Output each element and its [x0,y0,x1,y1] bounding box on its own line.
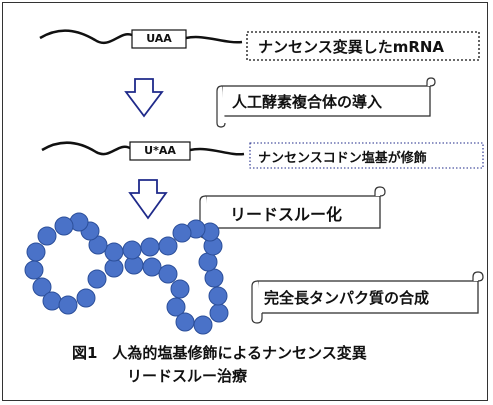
amino-acid-bead [54,216,74,236]
down-arrow-1 [124,78,164,118]
scroll-complex [216,77,436,128]
caption-line-2: リードスルー治療 [127,367,248,385]
amino-acid-bead [208,286,228,306]
amino-acid-bead [104,258,124,278]
modified-codon-box [129,141,191,161]
amino-acid-bead [175,312,195,332]
amino-acid-bead [76,288,96,308]
amino-acid-bead [193,315,213,335]
amino-acid-bead [166,297,186,317]
amino-acid-bead [170,279,190,299]
mrna-strand-2 [41,141,131,156]
stop-codon-label: UAA [146,32,172,45]
scroll-synthesis [251,271,484,324]
modified-label-box [249,142,484,169]
mrna-strand-2-tail [189,147,245,156]
complex-label: 人工酵素複合体の導入 [232,93,383,111]
readthrough-label: リードスルー化 [230,205,343,224]
amino-acid-bead [26,242,46,262]
amino-acid-bead [122,240,142,260]
amino-acid-bead [32,277,52,297]
protein-chain [24,212,229,335]
amino-acid-bead [140,237,160,257]
amino-acid-bead [142,257,162,277]
amino-acid-bead [37,226,57,246]
mrna-label-box [246,31,480,61]
amino-acid-bead [87,269,107,289]
amino-acid-bead [198,252,218,272]
down-arrow-2 [128,179,168,220]
amino-acid-bead [158,264,178,284]
modified-label: ナンセンスコドン塩基が修飾 [258,151,427,166]
mrna-strand-1 [39,29,133,44]
modified-codon-label: U*AA [144,144,176,157]
mrna-label: ナンセンス変異したmRNA [258,38,445,56]
mrna-strand-1-tail [185,35,243,44]
amino-acid-bead [42,291,62,311]
amino-acid-bead [209,303,229,323]
amino-acid-bead [104,242,124,262]
synthesis-label: 完全長タンパク質の合成 [264,289,430,307]
amino-acid-bead [158,236,178,256]
amino-acid-bead [204,268,224,288]
caption-line-1: 図1 人為的塩基修飾によるナンセンス変異 [72,344,367,362]
amino-acid-bead [24,260,44,280]
figure-frame [2,2,488,401]
amino-acid-bead [172,223,192,243]
scroll-readthrough [199,186,386,239]
amino-acid-bead [58,295,78,315]
stop-codon-box [131,29,187,49]
